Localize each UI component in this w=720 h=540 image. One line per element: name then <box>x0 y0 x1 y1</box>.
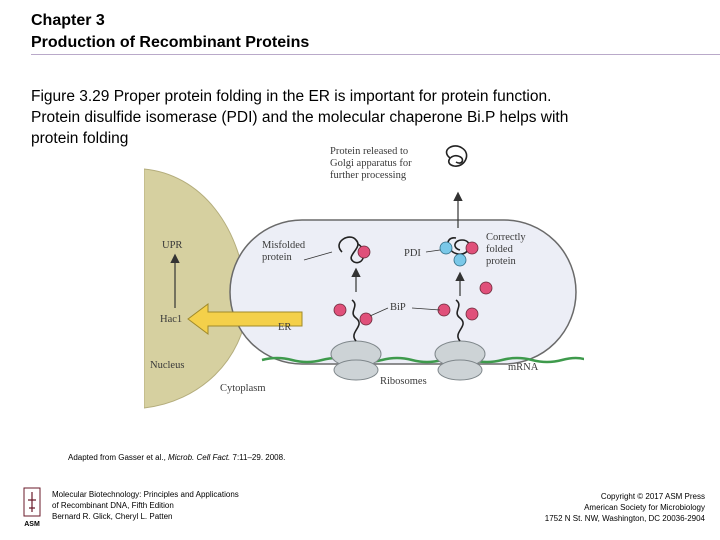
bip-label: BiP <box>390 302 406 313</box>
bip-leader-right <box>411 307 441 311</box>
bip-chaperone-left-2 <box>359 312 373 326</box>
svg-text:ASM: ASM <box>24 521 40 528</box>
bip-leader-left <box>369 307 389 317</box>
free-bip <box>479 281 493 295</box>
ribosome-right <box>434 340 486 381</box>
copyright-notice: Copyright © 2017 ASM Press American Soci… <box>544 492 705 523</box>
er-lumen <box>229 219 577 365</box>
asm-press-logo-icon: ASM <box>23 487 41 528</box>
figure-caption: Figure 3.29 Proper protein folding in th… <box>31 86 671 149</box>
caption-line-1: Figure 3.29 Proper protein folding in th… <box>31 88 552 105</box>
pdi-leader <box>425 249 441 253</box>
nucleus-label: Nucleus <box>150 360 184 371</box>
bip-chaperone-right-2 <box>465 307 479 321</box>
mrna-label: mRNA <box>508 362 539 373</box>
upr-label: UPR <box>162 240 182 251</box>
pdi-enzyme-1 <box>439 241 453 255</box>
slide-header: Chapter 3 Production of Recombinant Prot… <box>31 10 309 54</box>
figure-credit: Adapted from Gasser et al., Microb. Cell… <box>68 453 286 462</box>
bip-chaperone-left-1 <box>333 303 347 317</box>
er-label: ER <box>278 322 291 333</box>
caption-line-2: Protein disulfide isomerase (PDI) and th… <box>31 109 569 126</box>
misfolded-leader <box>303 251 333 261</box>
header-divider <box>31 54 720 55</box>
cytoplasm-label: Cytoplasm <box>220 383 266 394</box>
mrna-strand <box>261 356 584 364</box>
pdi-label: PDI <box>404 248 421 259</box>
caption-line-3: protein folding <box>31 130 129 147</box>
misfolded-bip <box>357 245 371 259</box>
chapter-label: Chapter 3 <box>31 12 105 29</box>
ribosomes-label: Ribosomes <box>380 376 427 387</box>
book-citation: Molecular Biotechnology: Principles and … <box>52 490 239 521</box>
released-protein <box>445 145 468 167</box>
misfolded-label: Misfolded protein <box>262 240 308 263</box>
released-label: Protein released to Golgi apparatus for … <box>330 146 414 181</box>
pdi-enzyme-2 <box>453 253 467 267</box>
nascent-chain-left <box>351 299 360 342</box>
nascent-chain-right <box>455 299 464 342</box>
ribosome-left <box>330 340 382 381</box>
hac1-signal-arrow <box>187 303 303 335</box>
protein-folding-diagram: Protein released to Golgi apparatus for … <box>144 145 584 409</box>
correctly-folded-label: Correctly folded protein <box>486 232 528 267</box>
chapter-title: Production of Recombinant Proteins <box>31 34 310 51</box>
hac1-label: Hac1 <box>160 314 182 325</box>
folded-bip <box>465 241 479 255</box>
